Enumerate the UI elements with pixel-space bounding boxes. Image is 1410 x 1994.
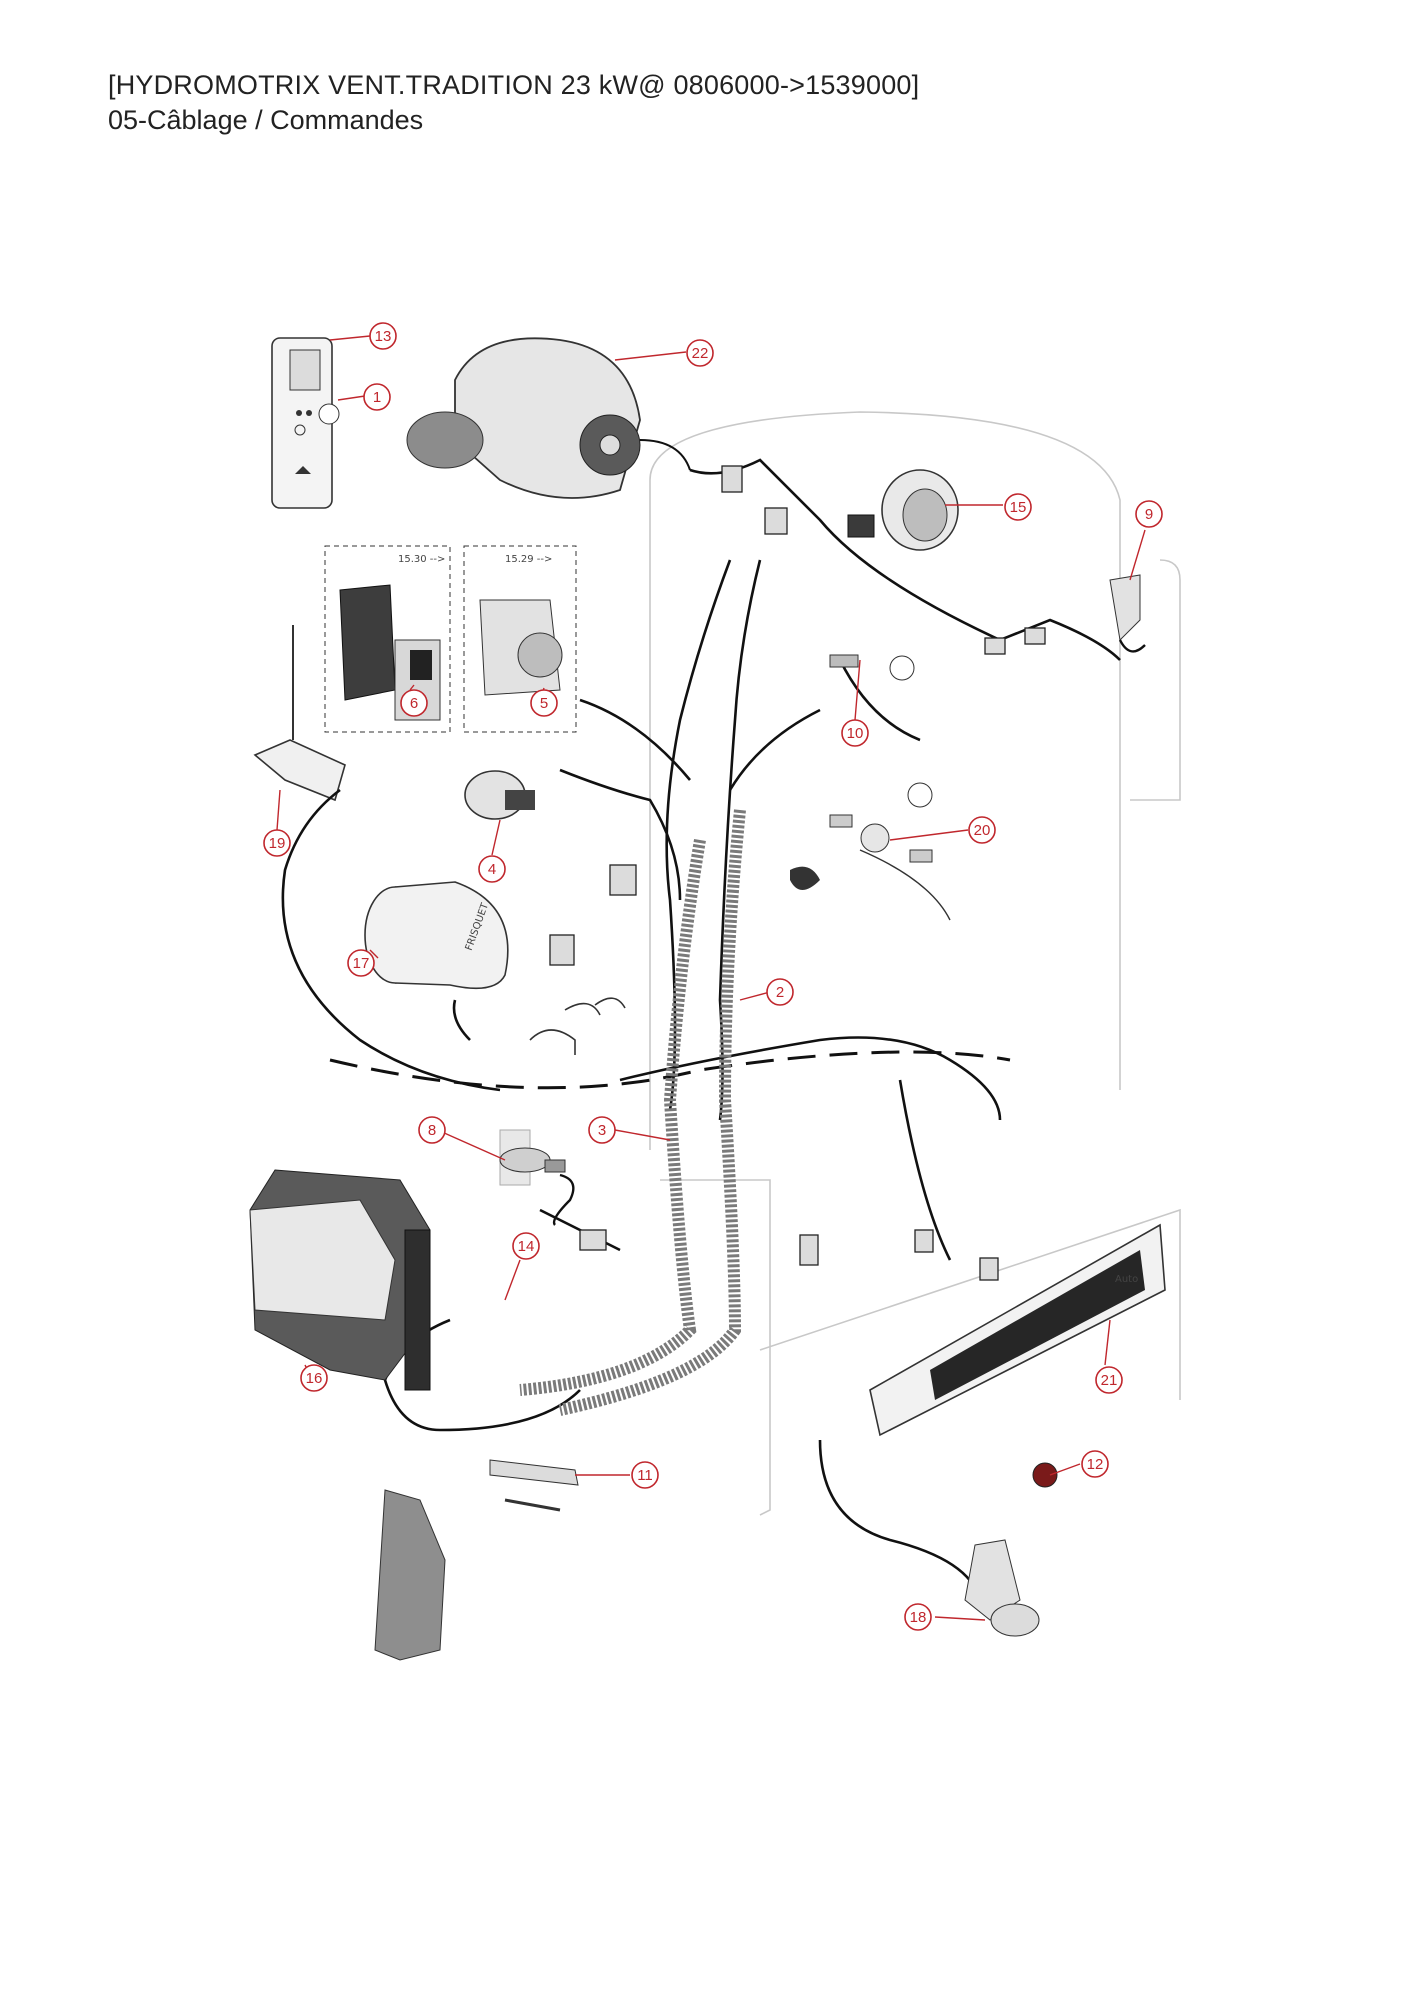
burner-control-box	[249, 1169, 431, 1391]
callout-8: 8	[418, 1116, 446, 1144]
svg-text:12: 12	[1087, 1456, 1104, 1473]
svg-text:14: 14	[518, 1238, 535, 1255]
corrugated-sheaths	[519, 809, 746, 1416]
svg-text:1: 1	[373, 389, 381, 406]
callout-17: 17	[347, 949, 375, 977]
svg-text:4: 4	[488, 861, 496, 878]
callout-1: 1	[363, 383, 391, 411]
callout-6: 6	[400, 689, 428, 717]
callout-13: 13	[369, 322, 397, 350]
callout-20: 20	[968, 816, 996, 844]
callout-19: 19	[263, 829, 291, 857]
svg-text:9: 9	[1145, 506, 1153, 523]
dashed-wire	[329, 1050, 1011, 1090]
ignition-electrode	[489, 1459, 579, 1512]
overheat-thermostat	[1109, 574, 1146, 653]
callout-16: 16	[300, 1364, 328, 1392]
control-panel: Auto	[869, 1223, 1166, 1437]
svg-text:13: 13	[375, 328, 392, 345]
ignition-bracket	[374, 1489, 446, 1661]
svg-text:22: 22	[692, 345, 709, 362]
fan-blower	[406, 337, 691, 499]
callout-markers: 1 2 3 4 5 6 8 9 10 11 12 13 14 15 16 17 …	[263, 322, 1163, 1631]
wiring-harness	[281, 458, 1121, 1601]
document-subtitle: 05-Câblage / Commandes	[108, 105, 424, 135]
svg-text:21: 21	[1101, 1372, 1118, 1389]
callout-14: 14	[512, 1232, 540, 1260]
mains-plug	[964, 1539, 1040, 1637]
pressure-sensor	[464, 770, 535, 820]
svg-text:2: 2	[776, 984, 784, 1001]
callout-22: 22	[686, 339, 714, 367]
svg-text:16: 16	[306, 1370, 323, 1387]
mains-switch	[1032, 1462, 1058, 1488]
svg-text:6: 6	[410, 695, 418, 712]
svg-text:3: 3	[598, 1122, 606, 1139]
callout-21: 21	[1095, 1366, 1123, 1394]
temperature-sensor	[829, 654, 915, 681]
pump-variant-label-1530: 15.30 -->	[398, 554, 445, 565]
svg-text:5: 5	[540, 695, 548, 712]
page-header: [HYDROMOTRIX VENT.TRADITION 23 kW@ 08060…	[108, 68, 919, 138]
svg-text:15: 15	[1010, 499, 1027, 516]
callout-18: 18	[904, 1603, 932, 1631]
callout-3: 3	[588, 1116, 616, 1144]
document-title: [HYDROMOTRIX VENT.TRADITION 23 kW@ 08060…	[108, 70, 920, 100]
callout-4: 4	[478, 855, 506, 883]
svg-text:19: 19	[269, 835, 286, 852]
svg-text:20: 20	[974, 822, 991, 839]
svg-text:8: 8	[428, 1122, 436, 1139]
callout-5: 5	[530, 689, 558, 717]
cable-clips	[529, 997, 626, 1055]
boiler-body-outline	[649, 411, 1181, 1516]
svg-text:18: 18	[910, 1609, 927, 1626]
svg-text:10: 10	[847, 725, 864, 742]
pipe-sensor-clip	[499, 1129, 575, 1226]
pressure-gauge: FRISQUET	[364, 881, 509, 990]
room-thermostat	[271, 337, 340, 509]
pump-variant-label-1529: 15.29 -->	[505, 554, 552, 565]
callout-2: 2	[766, 978, 794, 1006]
callout-9: 9	[1135, 500, 1163, 528]
callout-11: 11	[631, 1461, 659, 1489]
radio-receiver	[253, 625, 346, 802]
leader-lines	[276, 335, 1146, 1621]
callout-10: 10	[841, 719, 869, 747]
callout-12: 12	[1081, 1450, 1109, 1478]
flue-thermostat	[790, 782, 951, 921]
connectors	[549, 465, 1046, 1281]
svg-text:11: 11	[637, 1467, 653, 1484]
svg-text:17: 17	[353, 955, 370, 972]
panel-auto-label: Auto	[1115, 1274, 1138, 1285]
air-pressure-switch	[847, 469, 959, 551]
callout-15: 15	[1004, 493, 1032, 521]
